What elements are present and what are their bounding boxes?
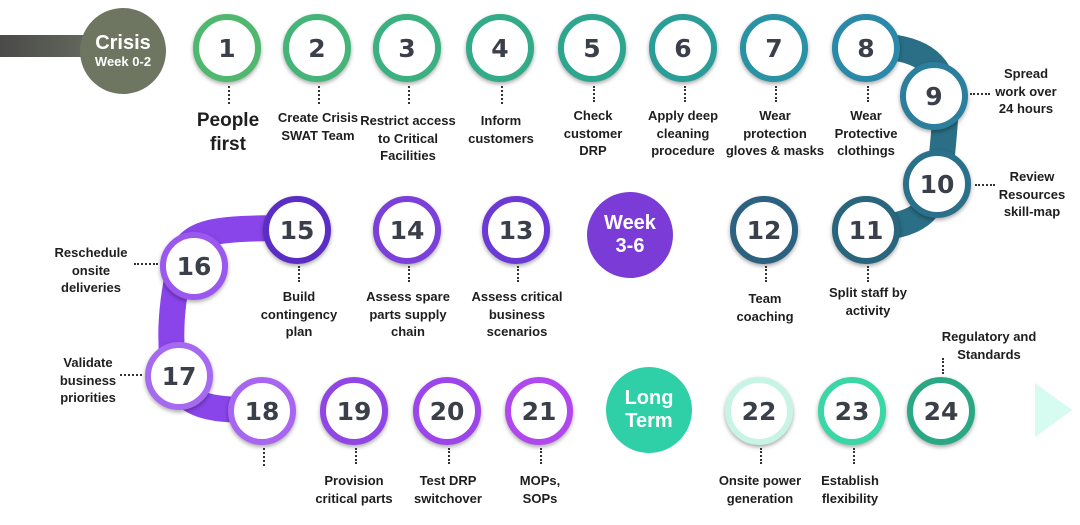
road-arrow-head [1035,383,1072,437]
step-node-13: 13 [482,196,550,264]
phase-week-line2: 3-6 [615,235,645,257]
connector-8 [867,86,869,102]
step-node-2: 2 [283,14,351,82]
step-node-6: 6 [649,14,717,82]
connector-17 [120,374,142,376]
step-node-11: 11 [832,196,900,264]
step-label-12: Team coaching [736,291,794,324]
step-label-5: Check customer DRP [563,108,623,159]
step-label-9: Spread work over 24 hours [995,66,1057,117]
connector-3 [408,86,410,104]
step-label-13: Assess critical business scenarios [471,289,563,340]
road-left-curve [158,215,301,423]
step-label-24: Regulatory and Standards [941,329,1037,362]
step-node-4: 4 [466,14,534,82]
step-node-5: 5 [558,14,626,82]
connector-23 [853,448,855,464]
step-label-15: Build contingency plan [260,289,338,340]
step-node-20: 20 [413,377,481,445]
step-node-22: 22 [725,377,793,445]
step-node-9: 9 [900,62,968,130]
connector-24 [942,358,944,374]
phase-long-line1: Long [624,387,674,409]
connector-10 [975,184,995,186]
phase-crisis-subtitle: Week 0-2 [94,54,152,70]
step-label-19: Provision critical parts [315,473,393,506]
step-label-16: Reschedule onsite deliveries [54,245,128,296]
phase-week-3-6: Week 3-6 [587,192,673,278]
connector-20 [448,448,450,464]
step-label-2: Create Crisis SWAT Team [277,110,359,143]
connector-4 [501,86,503,104]
connector-1 [228,86,230,104]
connector-19 [355,448,357,464]
connector-18 [263,448,265,466]
step-node-12: 12 [730,196,798,264]
step-label-23: Establish flexibility [821,473,879,506]
step-node-18: 18 [228,377,296,445]
step-label-8: Wear Protective clothings [834,108,898,159]
step-node-21: 21 [505,377,573,445]
connector-15 [298,266,300,282]
step-label-17: Validate business priorities [59,355,117,406]
connector-6 [684,86,686,102]
connector-21 [540,448,542,464]
connector-2 [318,86,320,104]
step-node-15: 15 [263,196,331,264]
step-label-22: Onsite power generation [718,473,802,506]
connector-11 [867,266,869,282]
step-label-10: Review Resources skill-map [998,169,1066,220]
step-node-10: 10 [903,150,971,218]
phase-week-line1: Week [604,212,656,234]
phase-long-term: Long Term [606,367,692,453]
step-label-14: Assess spare parts supply chain [366,289,450,340]
step-node-23: 23 [818,377,886,445]
connector-13 [517,266,519,282]
step-label-6: Apply deep cleaning procedure [647,108,719,159]
step-node-16: 16 [160,232,228,300]
connector-7 [775,86,777,102]
step-node-19: 19 [320,377,388,445]
step-node-8: 8 [832,14,900,82]
step-node-24: 24 [907,377,975,445]
step-label-20: Test DRP switchover [414,473,482,506]
step-node-17: 17 [145,342,213,410]
connector-9 [970,93,990,95]
step-label-1: People first [196,110,260,155]
phase-crisis-title: Crisis [95,32,151,55]
step-node-1: 1 [193,14,261,82]
step-label-7: Wear protection gloves & masks [725,108,825,159]
step-label-11: Split staff by activity [828,285,907,318]
phase-long-line2: Term [625,410,673,432]
step-label-21: MOPs, SOPs [519,473,561,506]
step-label-3: Restrict access to Critical Facilities [360,113,456,164]
phase-crisis: Crisis Week 0-2 [80,8,166,94]
connector-12 [765,266,767,282]
connector-5 [593,86,595,102]
step-node-3: 3 [373,14,441,82]
step-node-14: 14 [373,196,441,264]
connector-22 [760,448,762,464]
connector-16 [134,263,158,265]
step-node-7: 7 [740,14,808,82]
connector-14 [408,266,410,282]
step-label-4: Inform customers [468,113,534,146]
